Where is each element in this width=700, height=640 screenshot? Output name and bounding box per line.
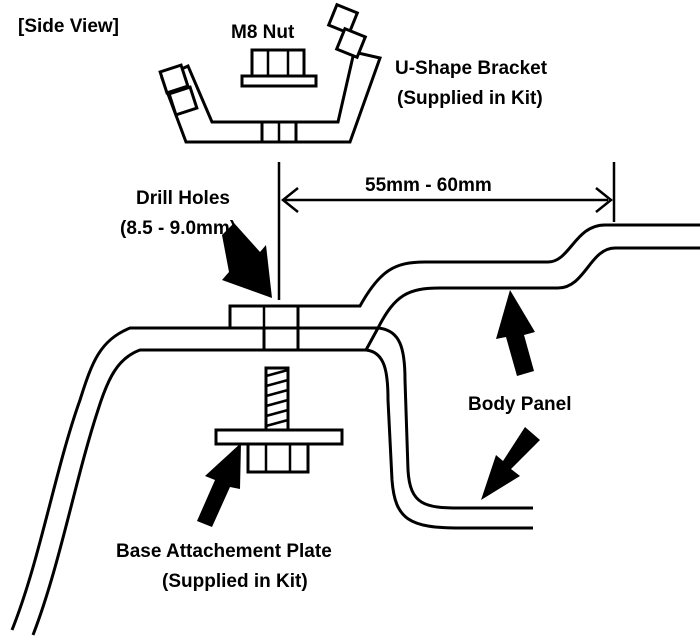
body-panel-outer-edge bbox=[10, 326, 533, 631]
threaded-bolt bbox=[264, 366, 290, 432]
drill-hole-arrow bbox=[222, 223, 272, 298]
dimension-line bbox=[277, 162, 616, 300]
body-panel-upper-step-inner bbox=[364, 246, 700, 351]
drill-hole-block bbox=[228, 304, 300, 352]
dimension-label: 55mm - 60mm bbox=[365, 175, 492, 196]
u-shape-bracket bbox=[158, 2, 382, 144]
bracket-label-line2: (Supplied in Kit) bbox=[397, 88, 543, 109]
drill-holes-label-line2: (8.5 - 9.0mm) bbox=[120, 218, 236, 239]
body-panel bbox=[10, 223, 700, 636]
body-panel-down-arrow bbox=[481, 427, 540, 500]
side-view-label: [Side View] bbox=[18, 16, 119, 37]
base-attachment-plate bbox=[214, 428, 344, 474]
base-plate-arrow bbox=[197, 443, 241, 527]
m8-nut bbox=[240, 48, 318, 88]
drill-holes-label-line1: Drill Holes bbox=[136, 188, 230, 209]
base-plate-label-line1: Base Attachement Plate bbox=[116, 541, 332, 562]
base-plate-label-line2: (Supplied in Kit) bbox=[162, 571, 308, 592]
body-panel-label: Body Panel bbox=[468, 394, 571, 415]
bracket-label-line1: U-Shape Bracket bbox=[395, 58, 548, 79]
body-panel-inner-edge bbox=[31, 348, 533, 636]
body-panel-up-arrow bbox=[496, 290, 535, 376]
body-panel-upper-step-outer bbox=[298, 223, 700, 308]
m8-nut-label: M8 Nut bbox=[231, 22, 295, 43]
